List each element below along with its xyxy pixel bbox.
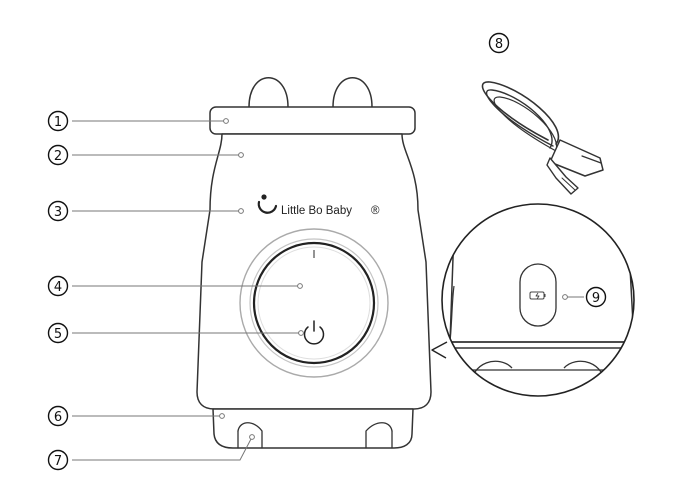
charging-port[interactable] [519, 263, 557, 327]
control-knob[interactable] [252, 241, 376, 365]
leader-endpoints [219, 118, 568, 440]
detail-pointer [431, 341, 448, 359]
callout-1: 1 [47, 110, 69, 132]
callout-number: 7 [54, 454, 62, 469]
callout-4: 4 [47, 275, 69, 297]
callout-number: 3 [54, 205, 62, 220]
callout-3: 3 [47, 200, 69, 222]
lid [209, 106, 416, 135]
callout-number: 1 [54, 115, 62, 130]
usb-cable-icon [481, 81, 604, 195]
leader-lines [72, 120, 584, 461]
brand-trademark: ® [371, 205, 380, 217]
callout-5: 5 [47, 322, 69, 344]
callout-9: 9 [585, 286, 607, 308]
callout-number: 4 [54, 280, 62, 295]
power-icon [303, 320, 325, 345]
callout-number: 2 [54, 149, 62, 164]
left-ear [248, 77, 289, 108]
base [212, 408, 414, 449]
left-foot [237, 422, 263, 449]
callout-6: 6 [47, 405, 69, 427]
callout-7: 7 [47, 449, 69, 471]
callout-number: 5 [54, 327, 62, 342]
brand-logo: Little Bo Baby ® [257, 194, 380, 217]
battery-charging-icon [529, 291, 546, 300]
detail-circle [441, 203, 635, 397]
callout-number: 6 [54, 410, 62, 425]
baby-logo-icon [257, 194, 278, 214]
callout-8: 8 [488, 32, 510, 54]
callout-number: 9 [592, 291, 600, 306]
callout-2: 2 [47, 144, 69, 166]
power-button[interactable] [303, 320, 325, 345]
right-ear [332, 77, 373, 108]
brand-name: Little Bo Baby [281, 205, 352, 217]
callout-number: 8 [495, 37, 503, 52]
charging-port-detail [431, 203, 635, 397]
right-foot [365, 422, 393, 449]
